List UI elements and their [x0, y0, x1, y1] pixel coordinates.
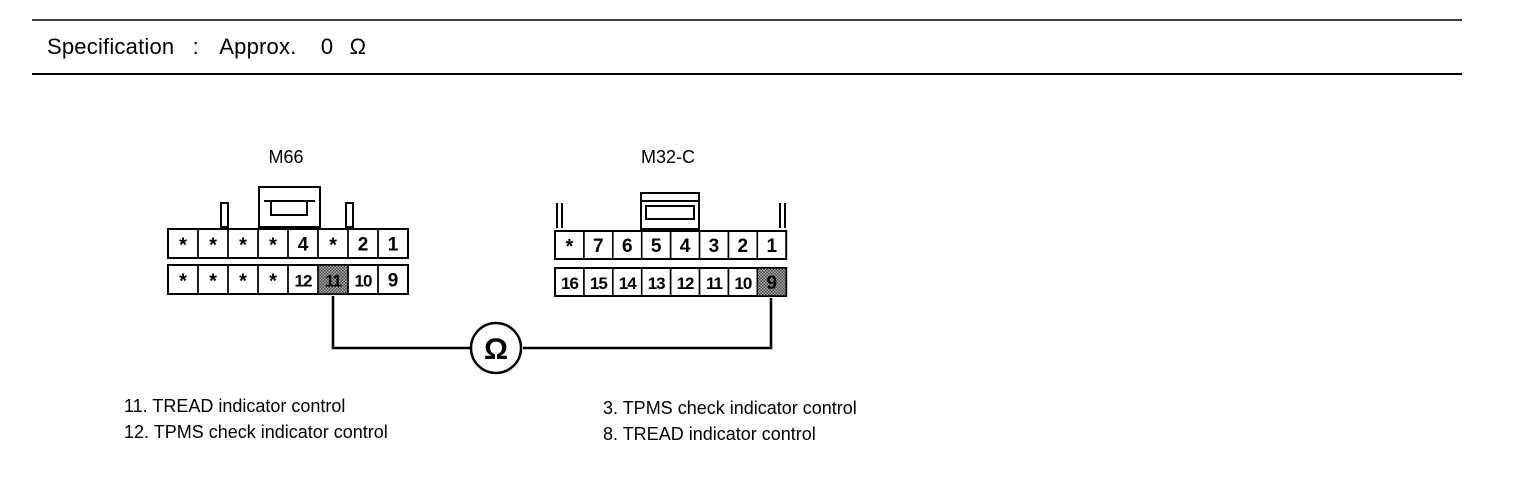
- spec-unit: Ω: [349, 34, 367, 59]
- m32c-pin-label: 3: [709, 236, 720, 257]
- m66-pin-label: *: [179, 235, 187, 257]
- connector-label-m32c: M32-C: [641, 147, 695, 167]
- m32c-pin-label: 10: [734, 274, 751, 293]
- m32c-latch: [556, 192, 786, 230]
- m66-pin-label: 4: [298, 235, 309, 256]
- m66-pin-cell-11: [317, 264, 349, 295]
- m32c-pin-label: *: [566, 236, 574, 258]
- legend-item: 8. TREAD indicator control: [603, 424, 816, 444]
- m32c-pin-label: 1: [766, 236, 777, 257]
- m66-pin-label: 2: [358, 235, 369, 256]
- m32c-pin-label: 5: [651, 236, 662, 257]
- legend-item: 3. TPMS check indicator control: [603, 398, 857, 418]
- legend-item: 12. TPMS check indicator control: [124, 422, 388, 442]
- connector-label-m66: M66: [268, 147, 303, 167]
- legend-m66: 11. TREAD indicator control 12. TPMS che…: [124, 393, 388, 445]
- m32c-pin-label: 15: [590, 274, 607, 293]
- m32c-pin-label: 16: [561, 274, 578, 293]
- m66-pin-label: *: [269, 271, 277, 293]
- m32c-pin-cell-9: [756, 267, 787, 297]
- m66-pin-cell-1: [377, 228, 409, 259]
- ohmmeter-symbol: Ω: [484, 333, 508, 366]
- m32c-pin-label: 13: [648, 274, 665, 293]
- m66-latch: [220, 186, 354, 228]
- probe-wire-m66: [331, 296, 470, 350]
- m32c-pin-label: 7: [593, 236, 604, 257]
- spec-value: Approx.: [219, 34, 297, 59]
- legend-m32c: 3. TPMS check indicator control 8. TREAD…: [603, 395, 857, 447]
- m66-pin-label: *: [209, 271, 217, 293]
- m66-pin-label: 1: [388, 235, 399, 256]
- m32c-pin-label: 9: [766, 273, 777, 294]
- spec-separator: :: [192, 34, 199, 59]
- probe-wire-m32c: [523, 298, 773, 350]
- m66-pin-label: 9: [388, 271, 399, 292]
- ohmmeter-icon: [469, 321, 523, 375]
- spec-number: 0: [320, 34, 334, 59]
- m32c-pin-cell-1: [756, 230, 787, 260]
- m66-pin-label: 11: [325, 272, 342, 291]
- m66-pin-label: *: [179, 271, 187, 293]
- m66-pin-label: *: [209, 235, 217, 257]
- m32c-pin-label: 4: [680, 236, 691, 257]
- m32c-pin-label: 11: [706, 274, 723, 293]
- m66-pin-label: 12: [295, 272, 312, 291]
- spec-label: Specification: [47, 34, 175, 59]
- spec-line: Specification : Approx. 0 Ω: [47, 34, 366, 60]
- m32c-pin-label: 12: [677, 274, 694, 293]
- legend-item: 11. TREAD indicator control: [124, 396, 346, 416]
- m66-pin-label: *: [239, 235, 247, 257]
- m66-pin-label: *: [329, 235, 337, 257]
- m66-pin-label: *: [269, 235, 277, 257]
- m66-pin-label: 10: [355, 272, 372, 291]
- m32c-pin-label: 2: [738, 236, 749, 257]
- m32c-pin-label: 6: [622, 236, 633, 257]
- m66-pin-label: *: [239, 271, 247, 293]
- m32c-pin-label: 14: [619, 274, 637, 293]
- m66-pin-cell-9: [377, 264, 409, 295]
